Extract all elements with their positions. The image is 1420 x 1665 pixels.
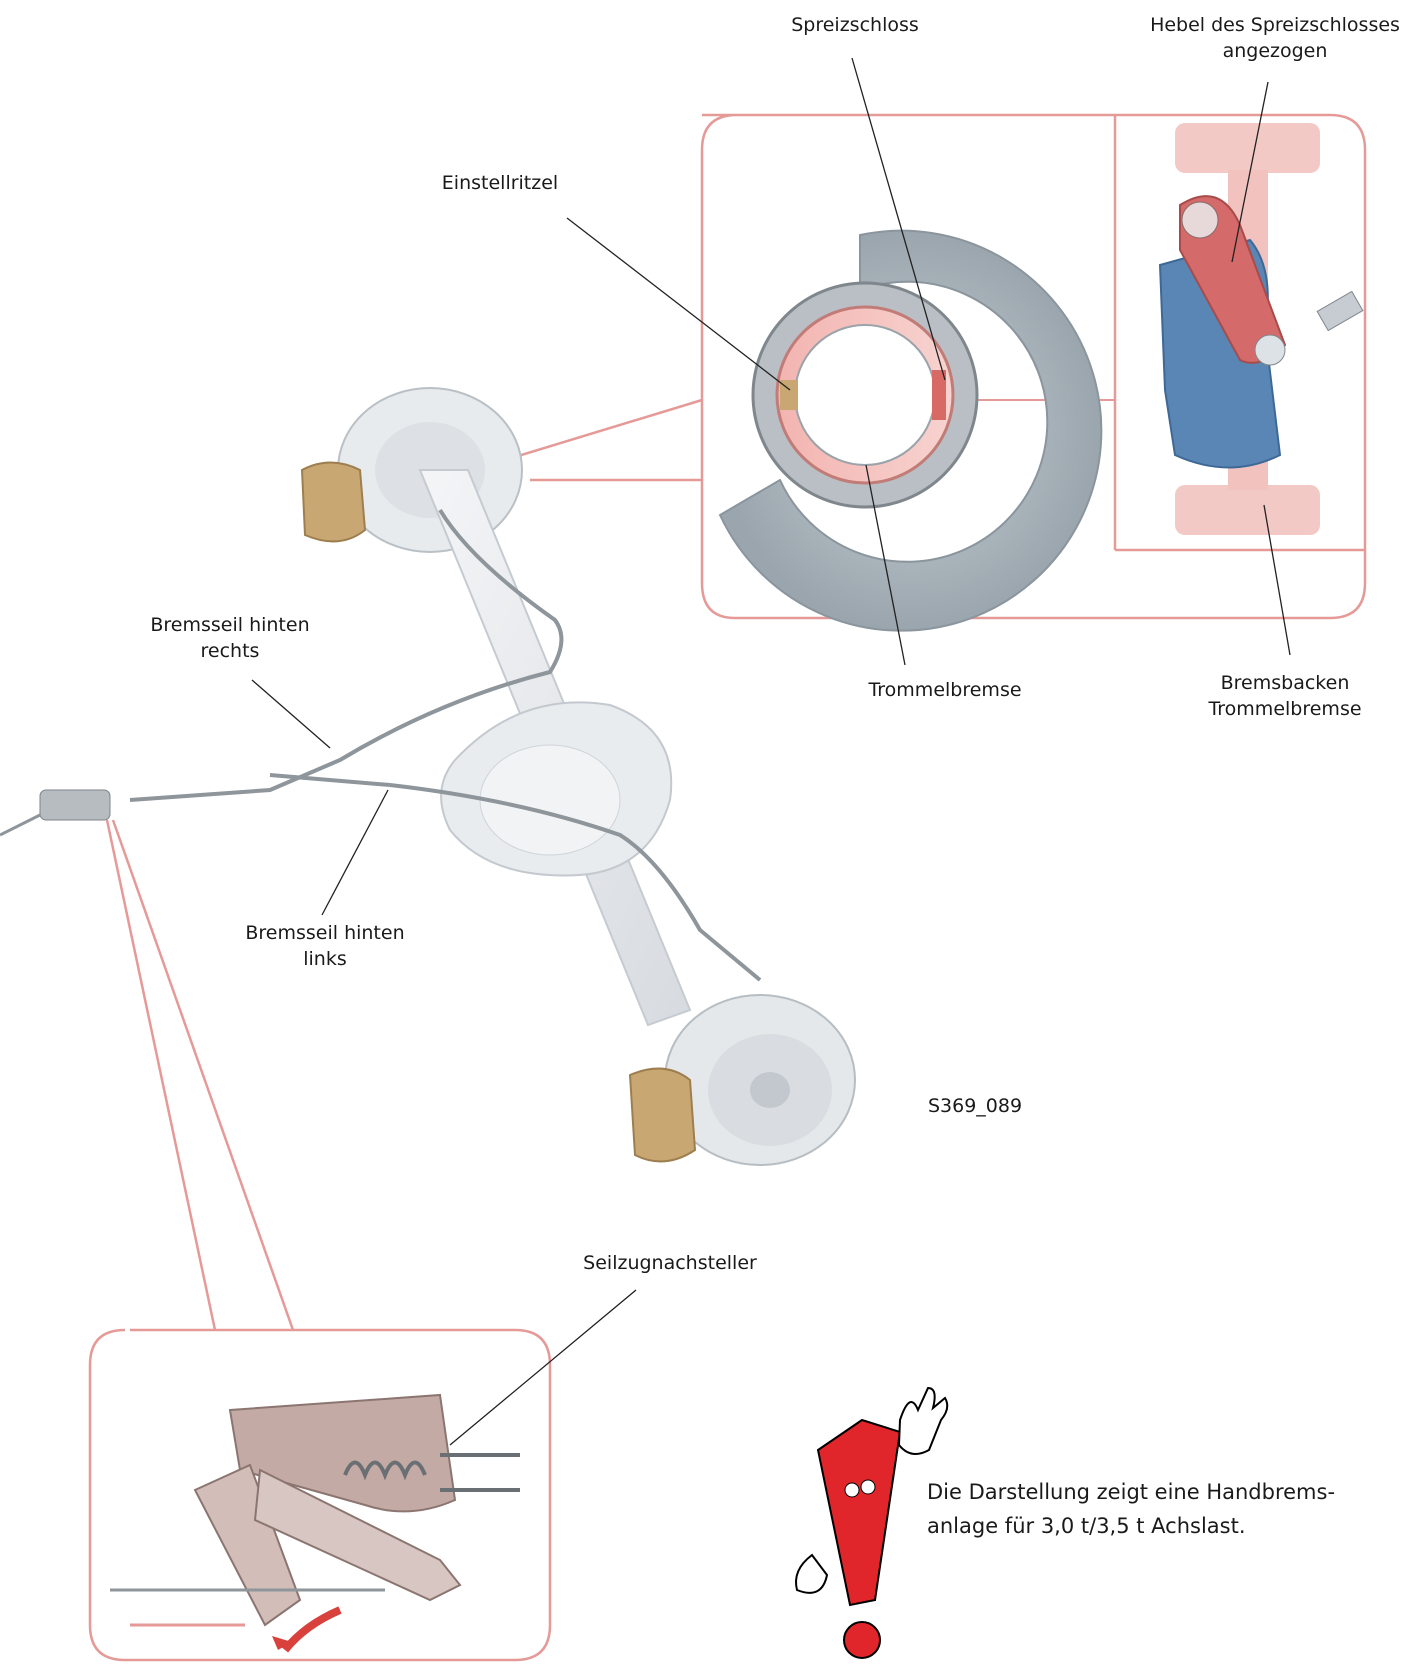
label-hebel-line1: Hebel des Spreizschlosses xyxy=(1135,12,1415,38)
brake-caliper-upper xyxy=(302,463,365,542)
pointer-lines xyxy=(252,58,1290,1445)
warning-icon xyxy=(796,1388,947,1658)
label-bremsseil-rechts-line1: Bremsseil hinten xyxy=(130,612,330,638)
info-note-line1: Die Darstellung zeigt eine Handbrems- xyxy=(927,1475,1397,1509)
label-bremsbacken: Bremsbacken Trommelbremse xyxy=(1185,670,1385,722)
label-bremsbacken-line1: Bremsbacken xyxy=(1185,670,1385,696)
label-bremsseil-links: Bremsseil hinten links xyxy=(225,920,425,972)
drum-brake-illustration xyxy=(720,231,1101,631)
cable-adjuster-illustration xyxy=(110,1395,520,1650)
info-note-line2: anlage für 3,0 t/3,5 t Achslast. xyxy=(927,1509,1397,1543)
info-note: Die Darstellung zeigt eine Handbrems- an… xyxy=(927,1475,1397,1543)
figure-id: S369_089 xyxy=(915,1093,1035,1119)
cable-equalizer xyxy=(0,790,110,835)
brake-caliper-lower xyxy=(630,1069,695,1162)
label-bremsseil-rechts: Bremsseil hinten rechts xyxy=(130,612,330,664)
label-trommelbremse: Trommelbremse xyxy=(860,677,1030,703)
label-hebel-spreizschloss: Hebel des Spreizschlosses angezogen xyxy=(1135,12,1415,64)
label-bremsseil-links-line2: links xyxy=(225,946,425,972)
label-bremsseil-rechts-line2: rechts xyxy=(130,638,330,664)
label-hebel-line2: angezogen xyxy=(1135,38,1415,64)
label-bremsbacken-line2: Trommelbremse xyxy=(1185,696,1385,722)
label-bremsseil-links-line1: Bremsseil hinten xyxy=(225,920,425,946)
lever-detail-illustration xyxy=(1160,123,1363,535)
brake-lines xyxy=(130,510,760,980)
label-seilzugnachsteller: Seilzugnachsteller xyxy=(570,1250,770,1276)
label-einstellritzel: Einstellritzel xyxy=(425,170,575,196)
label-spreizschloss: Spreizschloss xyxy=(780,12,930,38)
